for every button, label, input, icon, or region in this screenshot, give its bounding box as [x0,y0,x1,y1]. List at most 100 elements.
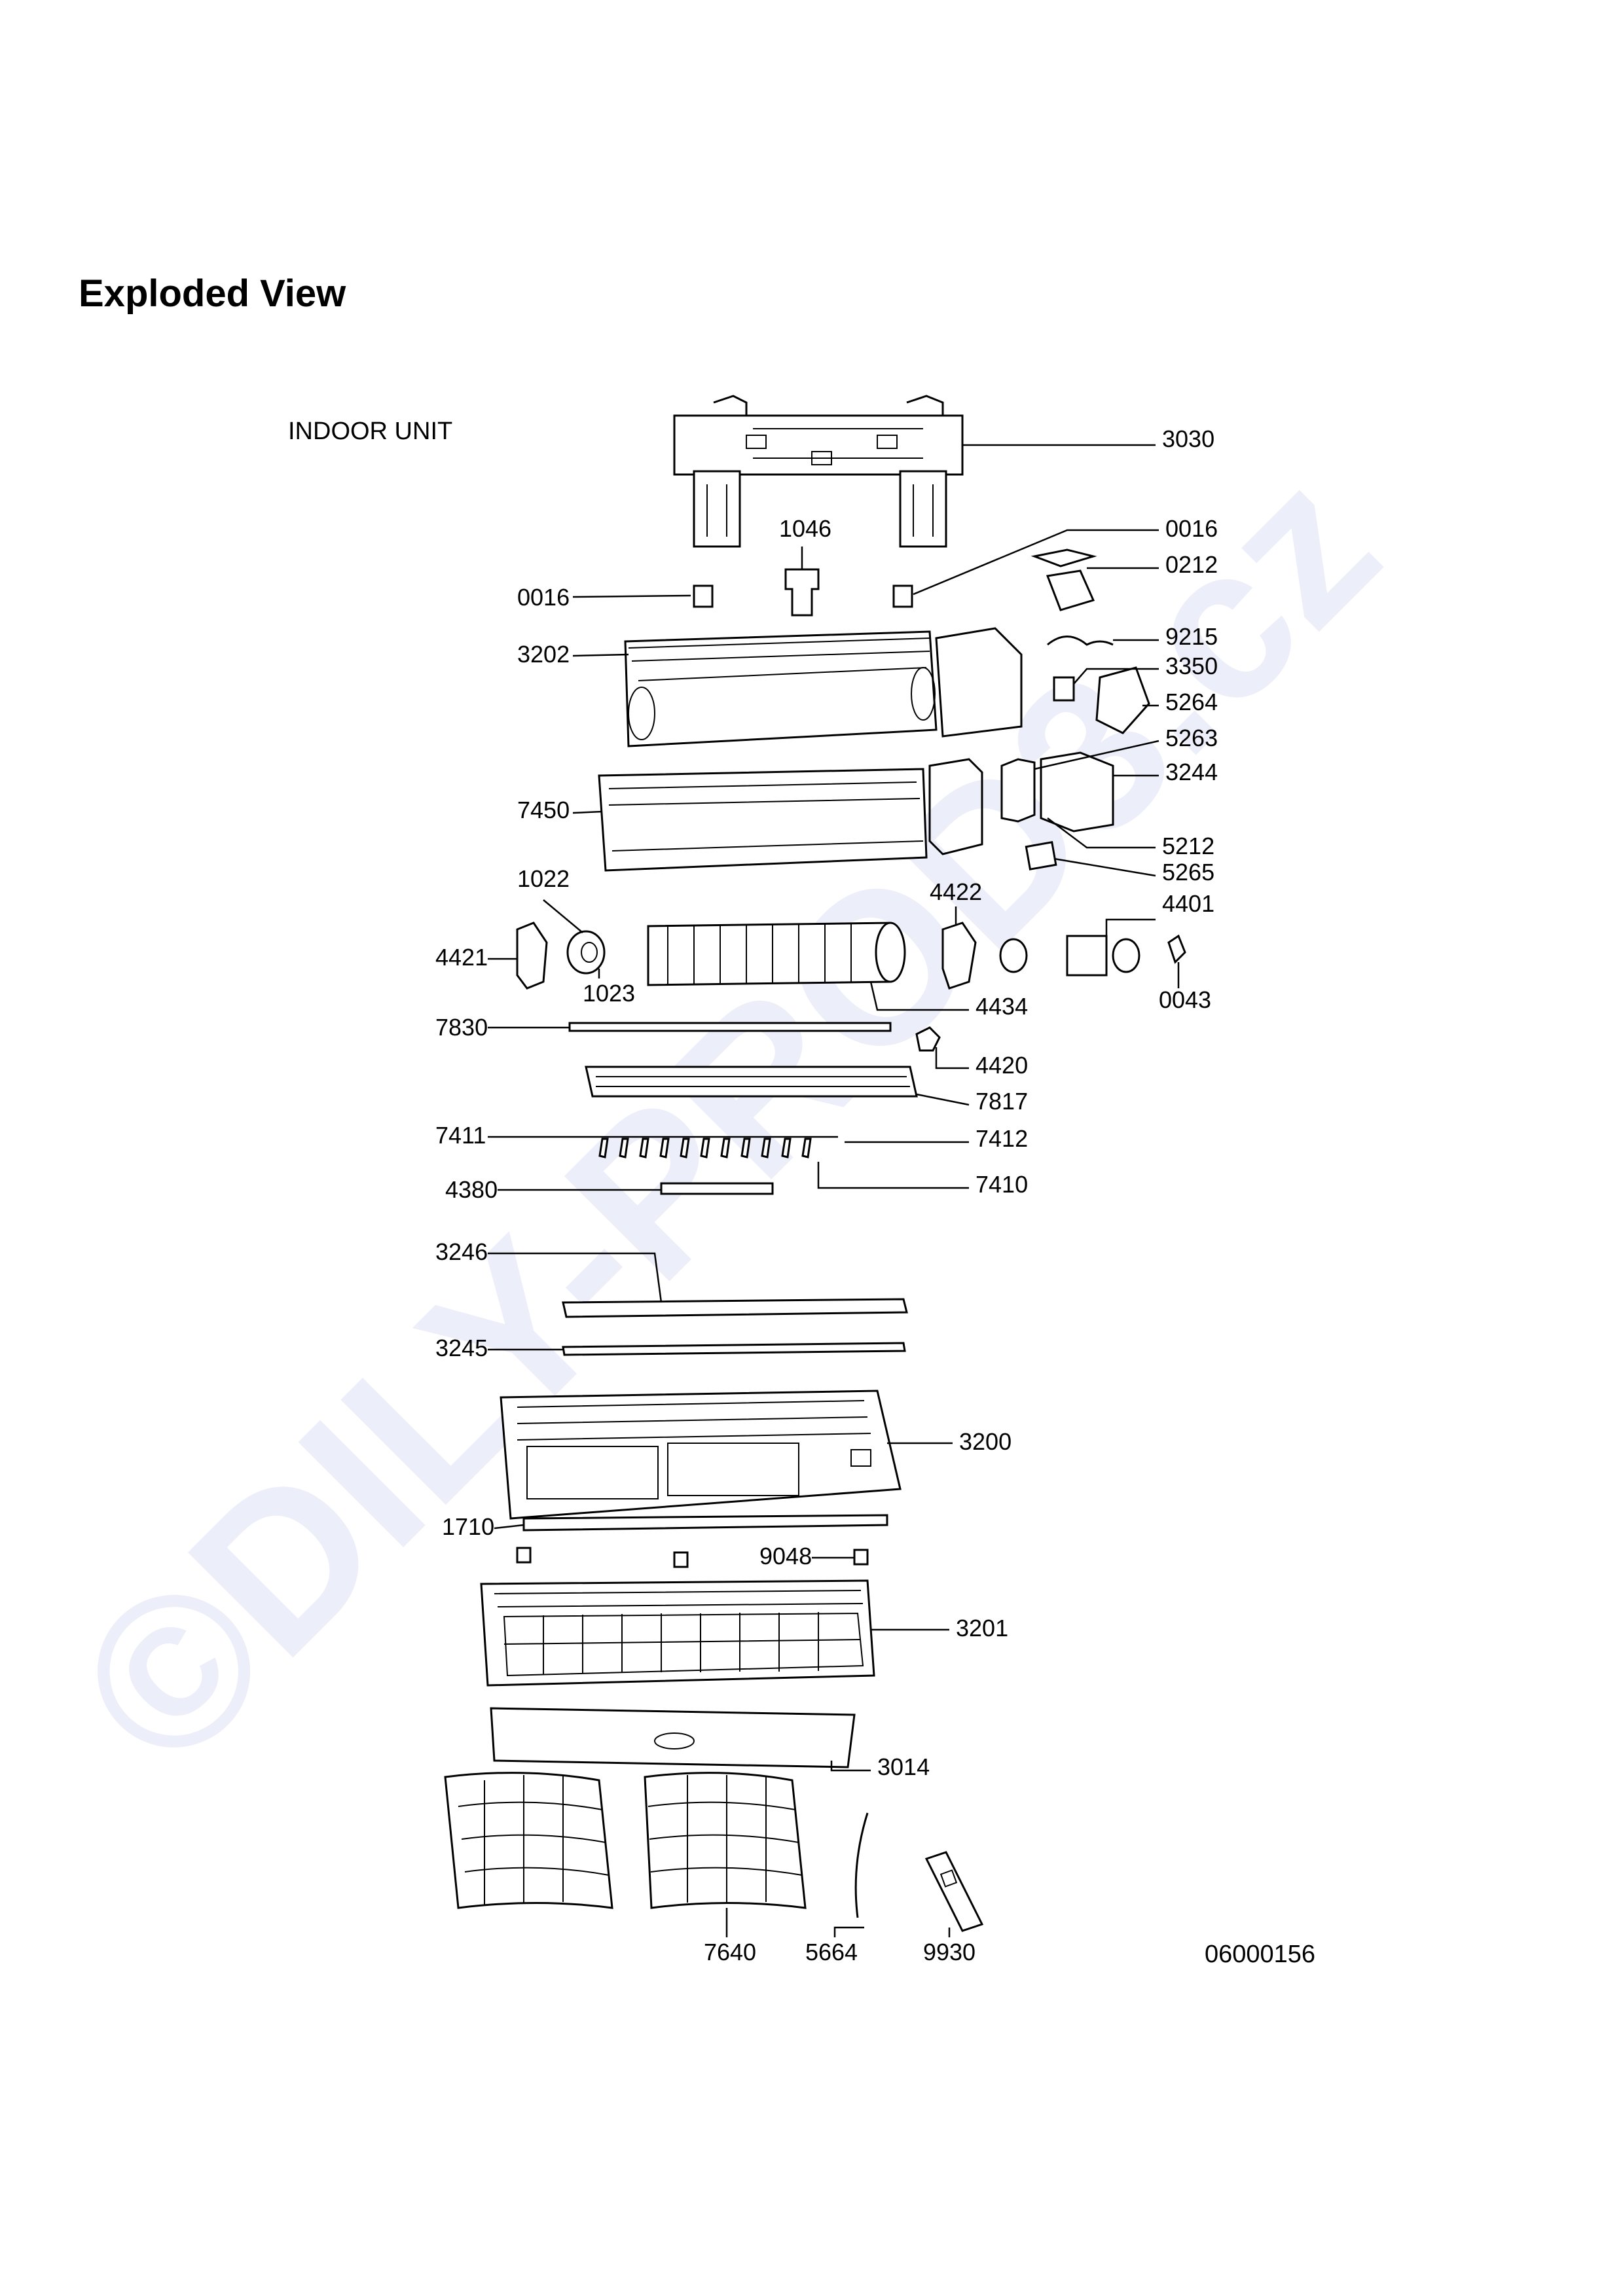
leader-5664 [833,1926,864,1937]
part-label-4420: 4420 [976,1052,1028,1079]
louver-blade [619,1138,629,1158]
part-label-4421: 4421 [435,944,488,971]
part-label-9215: 9215 [1165,623,1218,650]
leader-4420 [935,1047,969,1069]
panel-strip-3245 [562,1342,906,1356]
louver-blade [700,1138,710,1158]
part-label-3014: 3014 [877,1753,930,1780]
leader-3350 [1073,668,1159,685]
louver-blade [659,1138,670,1158]
part-label-7640: 7640 [704,1939,756,1965]
leader-3202 [572,653,629,657]
part-label-5664: 5664 [805,1939,858,1965]
part-label-5264: 5264 [1165,689,1218,715]
part-label-7411: 7411 [435,1122,486,1149]
cover-0212 [1030,548,1097,611]
part-label-1022: 1022 [517,865,570,892]
electronics-5212 [928,758,983,855]
leader-5265 [1053,857,1156,877]
leader-7410 [817,1162,969,1189]
leader-5263 [1034,740,1159,770]
part-label-0016b: 0016 [1165,515,1218,542]
motor-4401 [999,935,1108,977]
motor-bracket-4422 [941,922,977,990]
part-label-3200: 3200 [959,1428,1012,1455]
part-label-3350: 3350 [1165,653,1218,679]
blower-wheel-4434 [647,922,906,986]
louver-blade [781,1138,792,1158]
part-label-3201: 3201 [956,1615,1008,1641]
part-label-0016a: 0016 [517,584,570,611]
louver-blade [680,1138,690,1158]
louver-frame-7817 [585,1066,918,1098]
part-label-3202: 3202 [517,641,570,668]
part-label-5265: 5265 [1162,859,1214,886]
leader-4401 [1105,918,1156,936]
pcb-5263 [1000,758,1036,823]
part-label-9048: 9048 [759,1543,812,1570]
bracket-1046 [784,568,820,617]
louver-blade [639,1138,649,1158]
part-label-4422: 4422 [930,878,982,905]
part-label-7817: 7817 [976,1088,1028,1115]
leader-7817 [916,1093,970,1106]
part-label-4434: 4434 [976,993,1028,1020]
air-filter-left-7640 [444,1772,613,1909]
part-label-7830: 7830 [435,1014,488,1041]
clamp-9215 [1047,636,1114,646]
front-panel-3201 [480,1579,875,1687]
flap-3014 [490,1707,856,1768]
remote-control-9930 [924,1851,984,1932]
cable-5664 [854,1812,869,1918]
part-label-1023: 1023 [583,980,635,1007]
clip-0016-left [693,584,714,608]
leader-lines [488,444,1180,1937]
evaporator-7450 [598,768,928,872]
air-filter-right-7640 [644,1772,807,1909]
part-label-1710: 1710 [442,1513,494,1540]
part-label-7412: 7412 [976,1125,1028,1152]
part-label-3245: 3245 [435,1335,488,1361]
part-label-7450: 7450 [517,797,570,823]
part-label-0212: 0212 [1165,551,1218,578]
louver-blade [761,1138,771,1158]
document-code: 06000156 [1205,1941,1316,1968]
bearing-holder-1022 [566,930,606,975]
section-label: INDOOR UNIT [288,418,453,445]
clips-9048 [516,1547,869,1568]
leader-3246 [488,1252,663,1303]
part-label-0043: 0043 [1159,986,1211,1013]
part-label-9930: 9930 [923,1939,976,1965]
control-box-3244 [1040,751,1114,833]
part-label-4380: 4380 [445,1176,498,1203]
part-labels: 3030 1046 0016 0016 0212 9215 3350 3202 5264 5263… [435,425,1218,1965]
drain-pipe-7830 [568,1022,892,1032]
leader-7450 [572,810,603,814]
leader-4434 [869,981,969,1011]
part-label-5212: 5212 [1162,833,1214,859]
part-label-1046: 1046 [779,515,831,542]
louver-blade [720,1138,731,1158]
front-frame-3200 [500,1390,902,1520]
mounting-plate [673,395,964,548]
strip-1710 [522,1514,888,1532]
part-label-7410: 7410 [976,1171,1028,1198]
page-title: Exploded View [79,272,346,315]
part-label-3246: 3246 [435,1238,488,1265]
louver-blade [598,1138,609,1158]
clip-0016-right [892,584,913,608]
louver-blade [740,1138,751,1158]
bearing-4421 [516,922,548,990]
louvers-7410 [598,1138,812,1158]
part-label-5263: 5263 [1165,725,1218,751]
step-motor-4420 [915,1026,941,1052]
terminal-cover-5264 [1095,666,1150,734]
panel-strip-3246 [562,1298,908,1318]
leader-5212 [1047,817,1156,849]
part-label-3244: 3244 [1165,759,1218,785]
part-label-3030: 3030 [1162,425,1214,452]
leader-0016a [572,594,691,598]
part-3350 [1053,676,1075,702]
leader-1710 [494,1524,524,1530]
